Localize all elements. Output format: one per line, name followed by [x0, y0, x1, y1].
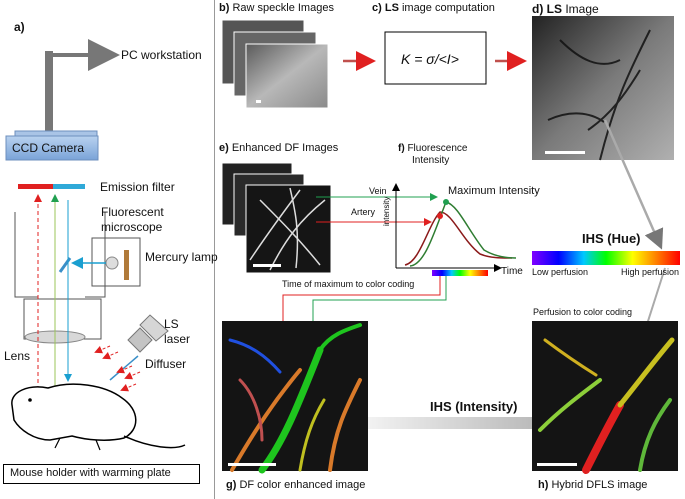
panel-c-title: c) LS image computation [372, 2, 495, 14]
ihs-hue-title: IHS (Hue) [582, 231, 641, 246]
vein-label: Vein [369, 186, 387, 196]
diffuser-label: Diffuser [145, 357, 187, 371]
low-perfusion-label: Low perfusion [532, 267, 589, 277]
ls-laser-label-2: laser [164, 332, 191, 346]
camera-cable [45, 51, 53, 131]
mouse-holder-box: Mouse holder with warming plate [3, 464, 200, 484]
panel-a-label: a) [14, 20, 25, 34]
artery-curve [404, 211, 513, 266]
microscope-label-1: Fluorescent [101, 205, 164, 219]
panel-h-title: h) Hybrid DFLS image [538, 479, 648, 491]
mercury-lamp-label: Mercury lamp [145, 250, 218, 264]
max-intensity-label: Maximum Intensity [448, 185, 540, 197]
panel-g-title: g) DF color enhanced image [226, 479, 366, 491]
panel-f-title-2: Intensity [412, 155, 450, 166]
ls-image [532, 16, 674, 160]
panel-divider [214, 0, 215, 499]
ihs-hue-colorbar [532, 251, 680, 265]
formula-box [384, 31, 487, 85]
panel-d-title: d) LS Image [532, 2, 599, 16]
ihs-intensity-label: IHS (Intensity) [430, 399, 518, 414]
mouse-outline [11, 383, 137, 441]
perfusion-to-color-label: Perfusion to color coding [533, 307, 633, 317]
panel-b-title: b) Raw speckle Images [219, 2, 334, 14]
pc-workstation-label: PC workstation [121, 48, 202, 62]
x-axis-label: Time [501, 266, 523, 277]
y-axis-label: intensity [382, 196, 391, 226]
vein-curve [409, 201, 517, 267]
ls-laser-label-1: LS [164, 317, 179, 331]
ccd-camera-label: CCD Camera [12, 141, 85, 155]
artery-label: Artery [351, 207, 376, 217]
raw-speckle-image [245, 43, 329, 109]
contrast-formula: K = σ/<I> [401, 51, 459, 67]
microscope-label-2: microscope [101, 220, 163, 234]
high-perfusion-label: High perfusion [621, 267, 680, 277]
ccd-camera-body [5, 135, 99, 161]
panel-e-title: e) Enhanced DF Images [219, 142, 339, 154]
lens-label: Lens [4, 349, 31, 363]
hybrid-image [532, 321, 678, 471]
emission-filter-label: Emission filter [100, 180, 175, 194]
time-to-color-label: Time of maximum to color coding [282, 279, 415, 289]
mouse-holder-label: Mouse holder with warming plate [10, 467, 171, 479]
panel-f-title-1: f) Fluorescence [398, 143, 468, 154]
